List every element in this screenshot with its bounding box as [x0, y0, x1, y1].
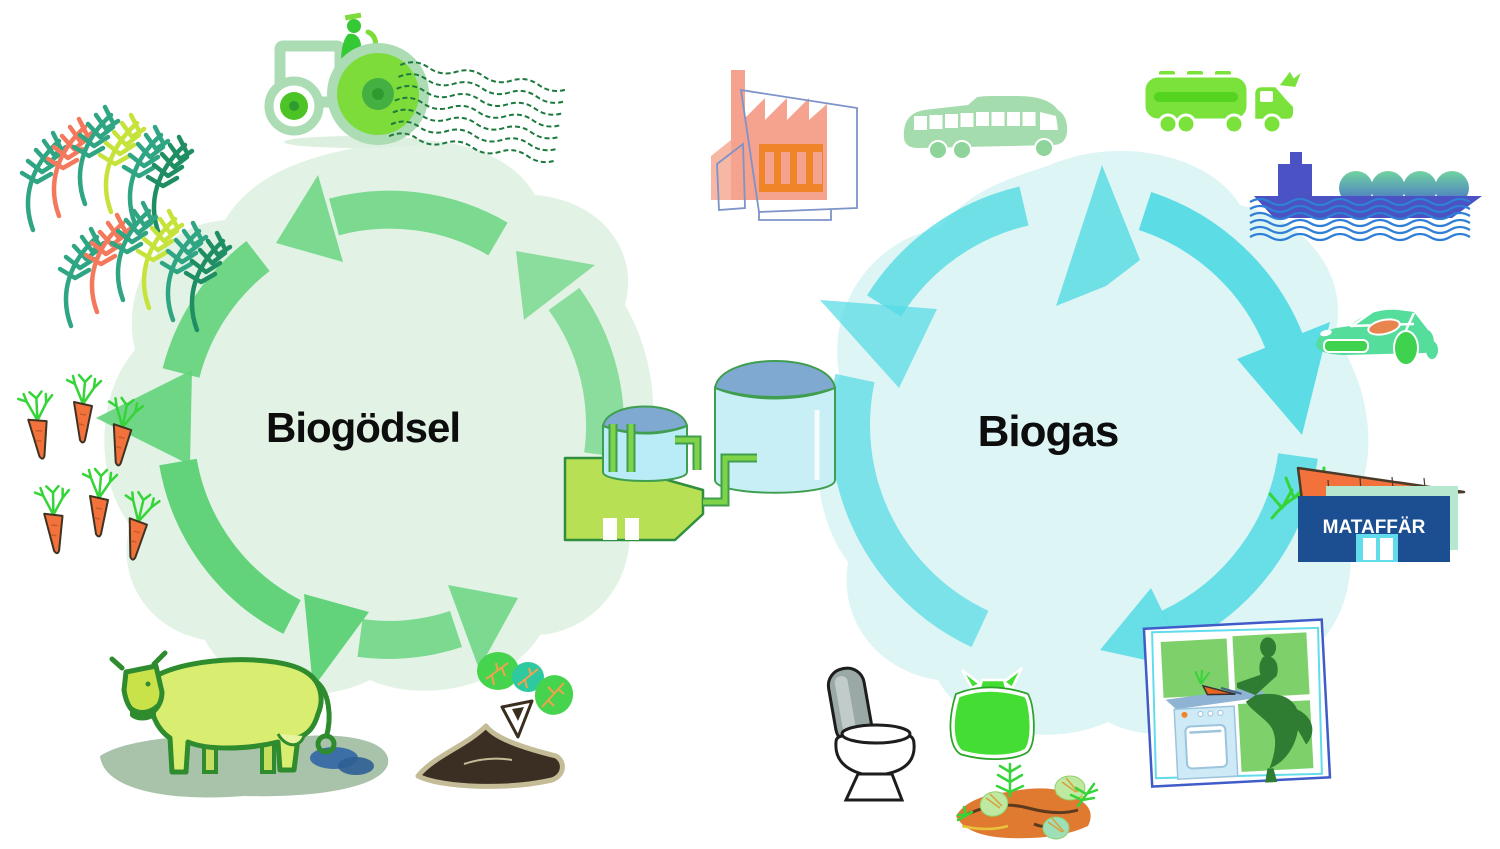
bus-windows — [914, 112, 1058, 130]
stove — [1173, 705, 1239, 781]
kitchen-scene-icon — [1142, 618, 1332, 788]
waste-vegetables — [979, 775, 1086, 840]
ship-hull — [1254, 196, 1482, 218]
cook-silhouette — [1236, 637, 1313, 783]
truck-exhaust-arrow — [1276, 66, 1306, 90]
biofertilizer-label: Biogödsel — [266, 404, 460, 451]
car-rear-wheel — [1393, 330, 1419, 366]
lng-ship-icon — [1249, 152, 1482, 242]
car-window — [1367, 318, 1401, 336]
biogas-label: Biogas — [978, 407, 1119, 456]
toilet-bowl — [834, 734, 916, 776]
tanker-truck-icon — [1142, 66, 1306, 135]
toilet-seat — [840, 723, 912, 745]
tractor-rear-wheel — [327, 43, 429, 145]
wheat-cluster-top — [22, 107, 192, 234]
green-cycle-arcs — [159, 190, 624, 659]
bus-icon — [903, 96, 1068, 160]
saplings-icon — [477, 652, 574, 739]
manure-puddle — [310, 747, 374, 775]
wheat-icon — [18, 92, 233, 307]
water-waves — [1249, 197, 1471, 242]
green-cycle-arrowheads — [96, 175, 595, 688]
truck-trailer — [1142, 69, 1250, 122]
kitchen-counter — [1165, 686, 1268, 710]
toilet-icon — [826, 666, 916, 802]
cow-body — [148, 657, 324, 775]
store-door — [1356, 534, 1398, 562]
factory-annex — [711, 140, 731, 200]
car-headlight — [1320, 329, 1332, 337]
tractor-icon — [264, 12, 429, 148]
gas-pipes — [608, 424, 757, 507]
biogas-cycle: Biogas — [817, 150, 1369, 735]
leaf-veins — [485, 662, 565, 708]
ship-superstructure — [1278, 152, 1312, 196]
cow-icon — [100, 650, 389, 798]
car-icon — [1316, 309, 1438, 366]
waste-greens — [956, 762, 1099, 822]
small-gas-tank — [601, 405, 689, 482]
toilet-base — [843, 772, 905, 802]
food-waste-icon — [956, 762, 1099, 840]
tractor-front-wheel — [264, 76, 324, 136]
carrots-icon — [16, 373, 162, 564]
bag-body — [951, 688, 1033, 759]
field-lines-icon — [388, 61, 567, 164]
store-sign-text: MATAFFÄR — [1323, 517, 1426, 538]
factory-icon — [711, 70, 858, 221]
car-grille — [1323, 339, 1369, 353]
cow-udder — [276, 733, 306, 747]
waste-bag-icon — [949, 667, 1035, 760]
carrot-on-counter — [1194, 669, 1242, 696]
cyan-cycle-arcs — [830, 186, 1318, 648]
large-gas-tank — [713, 360, 837, 494]
grocery-store-icon: MATAFFÄR — [1268, 466, 1466, 562]
soil-pile-icon — [415, 723, 565, 789]
biogas-plant-icon — [563, 360, 837, 542]
cow-head — [109, 650, 168, 721]
factory-outline-sketch — [716, 88, 858, 221]
biofertilizer-cycle: Biogödsel — [96, 140, 654, 695]
